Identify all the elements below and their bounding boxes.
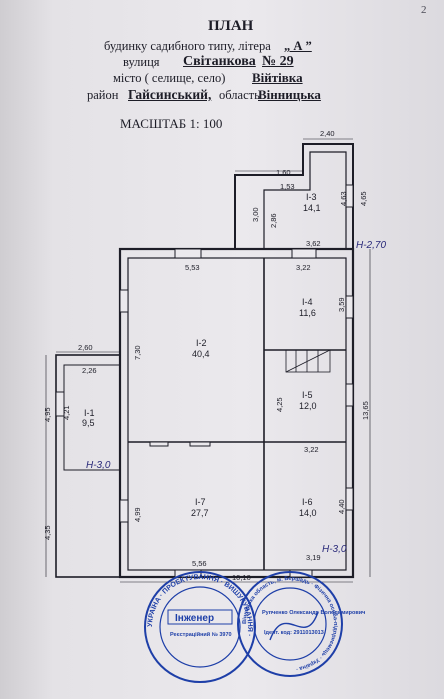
dim-421: 4,21 (62, 405, 71, 420)
entrepreneur-stamp-name: Рупченко Олександр Володимирович (262, 610, 365, 616)
dim-1010: 10,10 (232, 573, 251, 582)
dim-240: 2,40 (320, 129, 335, 138)
street-label: вулиця (123, 55, 160, 69)
dim-1365: 13,65 (361, 401, 370, 420)
height-mark-30-right: Н-3,0 (322, 544, 347, 555)
dim-556: 5,56 (192, 559, 207, 568)
dim-160: 1,60 (276, 168, 291, 177)
main-inner-wall (127, 257, 347, 571)
signature (269, 611, 319, 641)
scale-text: МАСШТАБ 1: 100 (120, 116, 223, 131)
oblast-value: Вінницька (258, 87, 321, 102)
dim-359: 3,59 (337, 297, 346, 312)
dim-730: 7,30 (133, 345, 142, 360)
dim-260: 2,60 (78, 343, 93, 352)
room-i7-id: I-7 (195, 497, 206, 507)
dim-553: 5,53 (185, 263, 200, 272)
room-i6-id: I-6 (302, 497, 313, 507)
room-i2-area: 40,4 (192, 349, 210, 359)
room-i3-id: I-3 (306, 192, 317, 202)
dim-362: 3,62 (306, 239, 321, 248)
dim-495: 4,95 (43, 407, 52, 422)
dim-319: 3,19 (306, 553, 321, 562)
letter-value: „ А ” (284, 39, 312, 53)
dimension-lines (45, 138, 371, 583)
dim-300: 3,00 (251, 207, 260, 222)
room-i1-id: I-1 (84, 408, 95, 418)
room-i4-area: 11,6 (299, 308, 316, 318)
room-i2-id: I-2 (196, 338, 207, 348)
height-mark-270: Н-2,70 (356, 240, 386, 251)
annex-outer-wall (234, 143, 354, 249)
dim-153: 1,53 (280, 182, 295, 191)
entrepreneur-stamp-code: Ідент. код: 2911013013 (264, 630, 324, 636)
annex-inner-wall (263, 151, 347, 249)
dim-463: 4,63 (339, 191, 348, 206)
dim-226: 2,26 (82, 366, 97, 375)
dim-435: 4,35 (43, 525, 52, 540)
main-outer-wall (118, 247, 355, 579)
room-i5-area: 12,0 (299, 401, 317, 411)
page-number: 2 (421, 4, 427, 16)
room-i4-id: I-4 (302, 297, 313, 307)
oblast-label: область (219, 88, 260, 102)
room-i1-area: 9,5 (82, 418, 95, 428)
room-i6-area: 14,0 (299, 508, 317, 518)
entrepreneur-stamp: Вінницька область, м. Бершадь · Фізична … (237, 571, 365, 677)
district-label: район (87, 88, 119, 102)
dim-425: 4,25 (275, 397, 284, 412)
street-value: Світанкова (183, 54, 256, 69)
district-value: Гайсинський, (128, 87, 212, 102)
room-i3-area: 14,1 (303, 203, 321, 213)
building-type-text: будинку садибного типу, літера (104, 39, 271, 53)
city-label: місто ( селище, село) (113, 71, 226, 85)
height-mark-30-left: Н-3,0 (86, 460, 111, 471)
dim-322b: 3,22 (304, 445, 319, 454)
room-i5-id: I-5 (302, 390, 313, 400)
engineer-stamp-center: Інженер (175, 613, 214, 624)
dim-440: 4,40 (337, 499, 346, 514)
document-header: ПЛАН будинку садибного типу, літера „ А … (0, 18, 444, 131)
stairs (285, 349, 331, 373)
plan-title: ПЛАН (208, 18, 254, 34)
dim-286: 2,86 (269, 213, 278, 228)
engineer-stamp-reg: Реєстраційний № 3970 (170, 631, 232, 638)
village-value: Війтівка (252, 70, 303, 85)
dim-499: 4,99 (133, 507, 142, 522)
room-i7-area: 27,7 (191, 508, 209, 518)
house-number: № 29 (262, 54, 294, 69)
dim-322a: 3,22 (296, 263, 311, 272)
dim-465: 4,65 (359, 191, 368, 206)
